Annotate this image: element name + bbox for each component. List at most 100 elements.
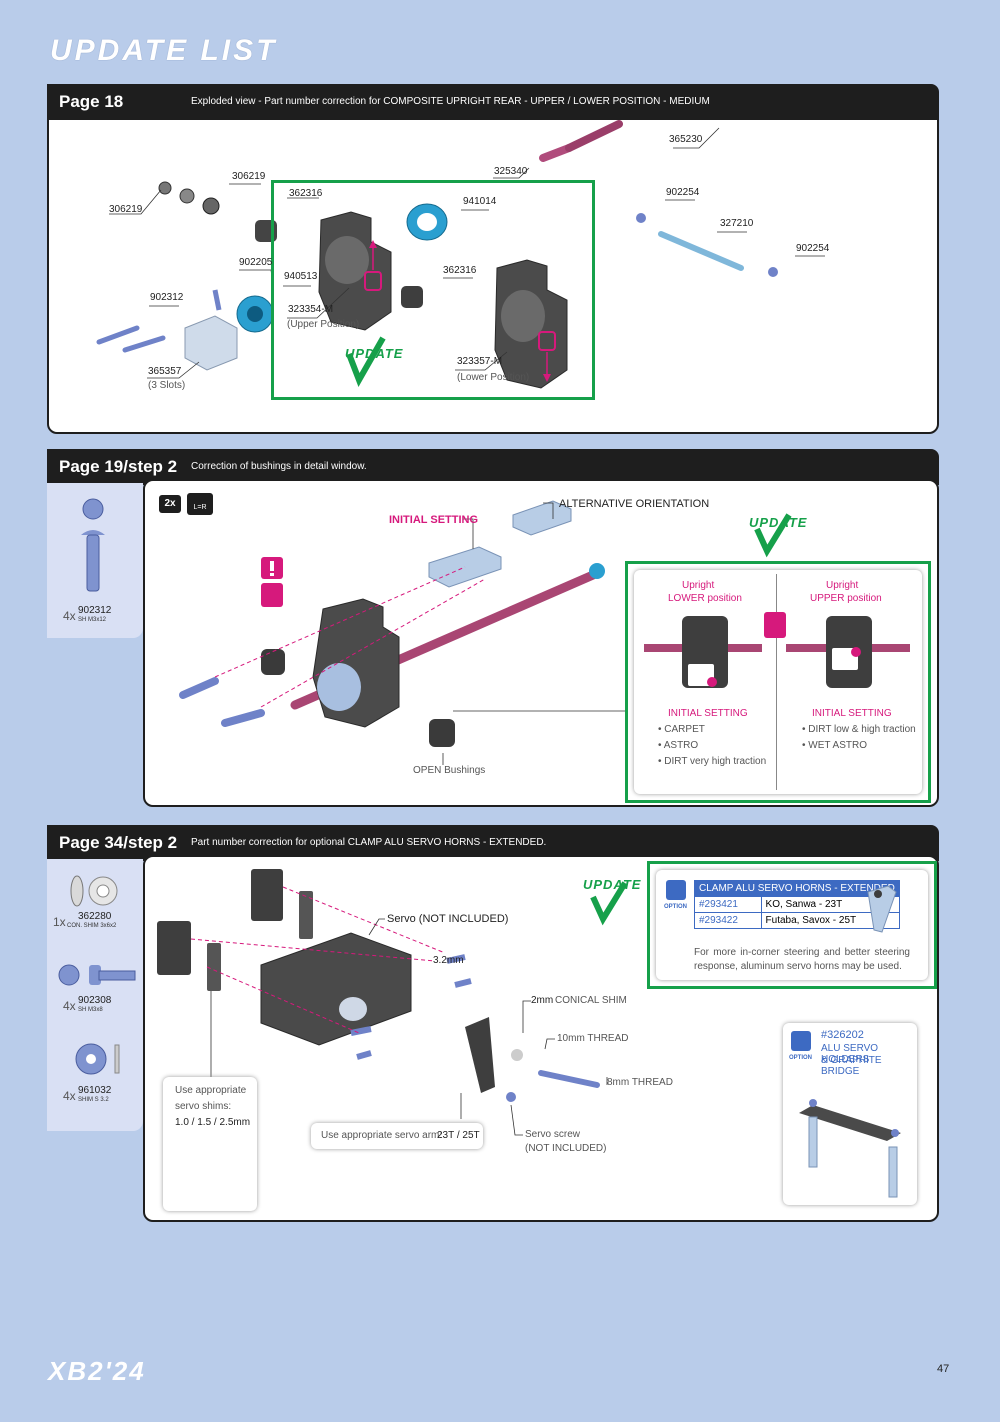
option2-line2: & GRAPHITE BRIDGE bbox=[821, 1055, 882, 1077]
left-setting-item: • ASTRO bbox=[658, 740, 699, 751]
section-page-label: Page 34/step 2 bbox=[59, 833, 178, 852]
thread-8mm-label: 8mm THREAD bbox=[607, 1077, 673, 1088]
part-label-365357: 365357 bbox=[148, 366, 182, 377]
section-panel-page19: 2x L=R UPDATE ALTERNATIVE ORIENTATION IN… bbox=[143, 479, 939, 807]
part-label-902254-b: 902254 bbox=[796, 243, 830, 254]
section-description: Correction of bushings in detail window. bbox=[191, 461, 367, 472]
quantity-badge: 2x bbox=[159, 495, 181, 513]
left-initial-setting: INITIAL SETTING bbox=[668, 708, 748, 719]
part-label-940513: 940513 bbox=[284, 271, 318, 282]
shims-sizes: 1.0 / 1.5 / 2.5mm bbox=[175, 1117, 251, 1128]
part-qty: 4x bbox=[63, 1089, 76, 1103]
part-spec: SHIM S 3.2 bbox=[78, 1097, 109, 1103]
servo-screw-label: Servo screw bbox=[525, 1129, 581, 1140]
option-card: OPTION CLAMP ALU SERVO HORNS - EXTENDED … bbox=[656, 870, 928, 980]
option2-line1: ALU SERVO HOLDERS bbox=[821, 1043, 879, 1065]
part-number: 961032 bbox=[78, 1085, 112, 1096]
left-title-line2: LOWER position bbox=[668, 593, 742, 604]
option2-part: #326202 bbox=[821, 1029, 864, 1041]
option-update-box: OPTION CLAMP ALU SERVO HORNS - EXTENDED … bbox=[647, 861, 937, 989]
part-label-325340: 325340 bbox=[494, 166, 528, 177]
section-description: Exploded view - Part number correction f… bbox=[191, 96, 710, 107]
upper-position-note: (Upper Position) bbox=[287, 319, 360, 330]
thread-10mm-label: 10mm THREAD bbox=[557, 1033, 629, 1044]
update-stamp: UPDATE bbox=[749, 515, 808, 530]
servo-arm-note: Use appropriate servo arm: bbox=[321, 1130, 443, 1141]
section-panel-page18: UPDATE 365230 325340 306219 306219 36231… bbox=[47, 118, 939, 434]
section-page-label: Page 18 bbox=[59, 92, 124, 111]
part-spec: CON. SHIM 3x6x2 bbox=[67, 923, 117, 929]
servo-arm-note-card: Use appropriate servo arm: 23T / 25T bbox=[311, 1123, 483, 1149]
shims-note-line2: servo shims: bbox=[175, 1101, 232, 1112]
option2-card: OPTION #326202 ALU SERVO HOLDERS & GRAPH… bbox=[783, 1023, 917, 1205]
left-setting-item: • CARPET bbox=[658, 724, 705, 735]
left-setting-item: • DIRT very high traction bbox=[658, 756, 767, 767]
part-number: 902308 bbox=[78, 995, 112, 1006]
conical-shim-size: 2mm bbox=[531, 995, 554, 1006]
parts-icons bbox=[58, 875, 136, 1075]
part-spec: SH M3x12 bbox=[78, 617, 107, 623]
part-label-362316-b: 362316 bbox=[443, 265, 477, 276]
part-label-365230: 365230 bbox=[669, 134, 703, 145]
page-title: UPDATE LIST bbox=[50, 34, 278, 67]
detail-window: Upright LOWER position Upright UPPER pos… bbox=[625, 561, 931, 803]
right-initial-setting: INITIAL SETTING bbox=[812, 708, 892, 719]
parts-sidebar-page34: 1x 362280 CON. SHIM 3x6x2 4x 902308 SH M… bbox=[47, 859, 143, 1131]
section-header-page18: Page 18 Exploded view - Part number corr… bbox=[47, 84, 939, 120]
section-panel-page34: UPDATE Servo (NOT INCLUDED) 3.2mm 2mm CO… bbox=[143, 855, 939, 1222]
servo-assembly-drawing bbox=[157, 869, 628, 1189]
open-bushings-label: OPEN Bushings bbox=[413, 765, 486, 776]
detail-divider bbox=[776, 574, 777, 790]
part-qty: 1x bbox=[53, 915, 66, 929]
part-label-902312: 902312 bbox=[150, 292, 184, 303]
shims-note-line1: Use appropriate bbox=[175, 1085, 247, 1096]
slots-note: (3 Slots) bbox=[148, 380, 186, 391]
servo-arm-sizes: 23T / 25T bbox=[437, 1130, 480, 1141]
part-qty: 4x bbox=[63, 609, 76, 623]
right-setting-item: • WET ASTRO bbox=[802, 740, 867, 751]
section-page-label: Page 19/step 2 bbox=[59, 457, 178, 476]
option-part: #293421 bbox=[694, 896, 762, 913]
option-note: For more in-corner steering and better s… bbox=[694, 947, 910, 972]
part-label-306219-a: 306219 bbox=[232, 171, 266, 182]
servo-label: Servo (NOT INCLUDED) bbox=[387, 913, 509, 925]
initial-setting-label: INITIAL SETTING bbox=[389, 514, 479, 526]
servo-horn-image bbox=[862, 882, 902, 934]
detail-card: Upright LOWER position Upright UPPER pos… bbox=[634, 570, 922, 794]
screw-length-label: 3.2mm bbox=[433, 955, 464, 966]
alternative-orientation-label: ALTERNATIVE ORIENTATION bbox=[559, 498, 710, 510]
part-label-902254-a: 902254 bbox=[666, 187, 700, 198]
servo-holders-image bbox=[799, 1099, 901, 1198]
left-title-line1: Upright bbox=[682, 580, 715, 591]
right-title-line2: UPPER position bbox=[810, 593, 882, 604]
update-highlight-box bbox=[271, 180, 595, 400]
option-label: OPTION bbox=[664, 904, 688, 910]
conical-shim-label: CONICAL SHIM bbox=[555, 995, 627, 1006]
part-label-941014: 941014 bbox=[463, 196, 497, 207]
lr-badge: L=R bbox=[187, 493, 213, 515]
part-label-306219-b: 306219 bbox=[109, 204, 143, 215]
page-number: 47 bbox=[937, 1363, 950, 1375]
upright-position-diagrams bbox=[644, 612, 910, 688]
thumbs-up-icon bbox=[666, 880, 686, 900]
screw-icon bbox=[81, 498, 105, 592]
part-label-323354-m: 323354-M bbox=[288, 304, 334, 315]
right-title-line1: Upright bbox=[826, 580, 859, 591]
part-label-902205: 902205 bbox=[239, 257, 273, 268]
option-part: #293422 bbox=[694, 912, 762, 929]
part-label-362316-a: 362316 bbox=[289, 188, 323, 199]
servo-screw-note: (NOT INCLUDED) bbox=[525, 1143, 607, 1154]
option-label: OPTION bbox=[789, 1055, 813, 1061]
part-qty: 4x bbox=[63, 999, 76, 1013]
section-description: Part number correction for optional CLAM… bbox=[191, 837, 547, 848]
bushing-assembly-drawing bbox=[179, 500, 792, 765]
lower-position-note: (Lower Position) bbox=[457, 372, 530, 383]
update-stamp: UPDATE bbox=[583, 877, 642, 892]
part-label-327210: 327210 bbox=[720, 218, 754, 229]
option-parts-table: CLAMP ALU SERVO HORNS - EXTENDED #293421… bbox=[694, 880, 900, 929]
thumbs-up-icon bbox=[791, 1031, 811, 1051]
shims-note-card: Use appropriate servo shims: 1.0 / 1.5 /… bbox=[163, 1077, 257, 1211]
option-desc: Futaba, Savox - 25T bbox=[760, 912, 900, 929]
part-spec: SH M3x8 bbox=[78, 1007, 103, 1013]
